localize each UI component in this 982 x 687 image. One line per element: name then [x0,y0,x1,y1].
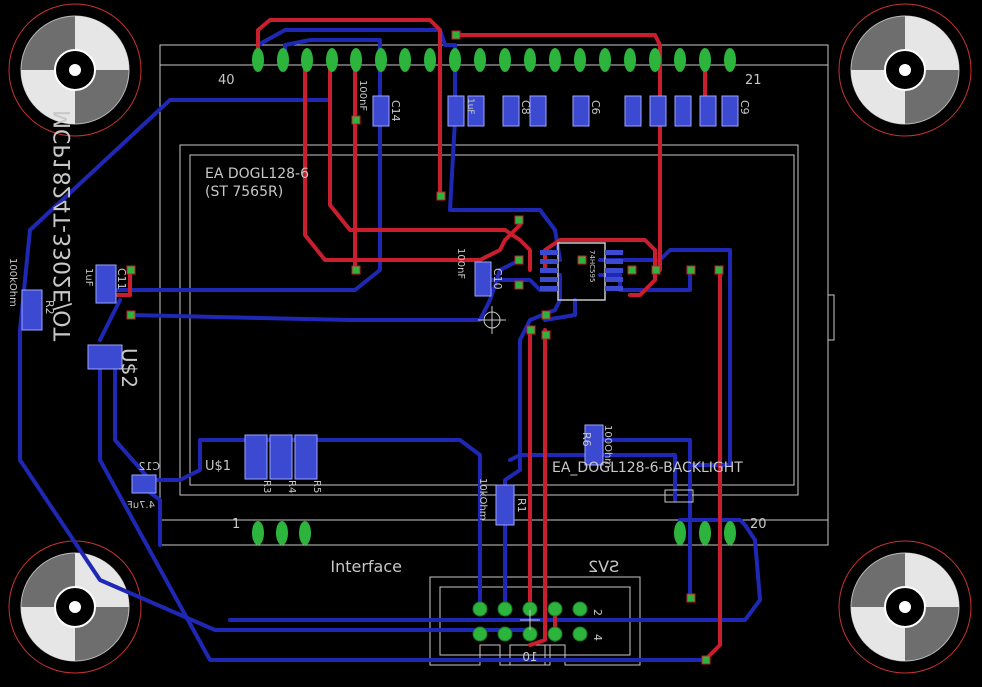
res-r2-label: R2 [43,300,56,315]
res-r5-label: R5 [311,480,322,493]
connector-value-label: 10 [522,650,537,664]
backlight-label: EA_DOGL128-6-BACKLIGHT [552,460,743,476]
res-r6-label: R6 [580,432,593,447]
shift-register-ic [540,242,623,301]
pin-20-label: 20 [750,517,767,532]
smd-capacitors-top [372,95,739,127]
res-r6-value: 100Ohm [602,425,613,468]
controller-label: (ST 7565R) [205,184,283,200]
mounting-hole-top-right [838,3,972,137]
smd-components-other [21,261,694,526]
res-r2-value: 100kOhm [7,258,18,307]
cap-c10-value: 100nF [455,248,466,279]
cap-c6-label: C6 [589,100,602,115]
fiducial-markers [478,306,540,630]
cap-value-label: 1uF [465,98,475,115]
cap-c9-label: C9 [738,100,751,115]
board-part-label: MCP1824T-3302E/OT [51,110,76,342]
res-r1-label: R1 [515,498,528,513]
pin-40-label: 40 [218,73,235,88]
pin-2-label: 2 [591,609,604,616]
cap-c10-label: C10 [491,268,504,290]
cap-c8-label: C8 [519,100,532,115]
cap-c11-label: C11 [115,268,128,290]
header-pads-top [252,48,736,72]
top-copper-traces [98,18,722,662]
ic-marking-label: 74HC595 [588,250,596,282]
display-outline [159,44,835,546]
bottom-copper-traces [18,28,762,662]
mounting-hole-bottom-right [838,540,972,674]
pin-4-label: 4 [591,634,604,641]
res-r1-value: 10kOhm [477,478,488,520]
connector-name-label: Interface [330,557,402,576]
pin-1-label: 1 [232,517,240,532]
cap-c11-value: 1uF [83,268,94,287]
ic-ref-label: U$2 [117,348,141,388]
mounting-hole-top-left [8,3,142,137]
res-r3-label: R3 [261,480,272,493]
cap-c14-value: 100nF [357,80,368,111]
res-r4-label: R4 [286,480,297,493]
vias [126,30,724,665]
cap-c12-label: C12 [138,460,160,473]
header-pads-bottom [252,521,736,545]
pin-21-label: 21 [745,73,762,88]
cap-c14-label: C14 [389,100,402,122]
connector-pads [472,601,588,642]
display-name-label: EA DOGL128-6 [205,166,309,182]
u1-label: U$1 [205,459,231,474]
connector-ref-label: SV2 [588,557,619,576]
cap-c12-value: 4.7uF [127,500,155,511]
